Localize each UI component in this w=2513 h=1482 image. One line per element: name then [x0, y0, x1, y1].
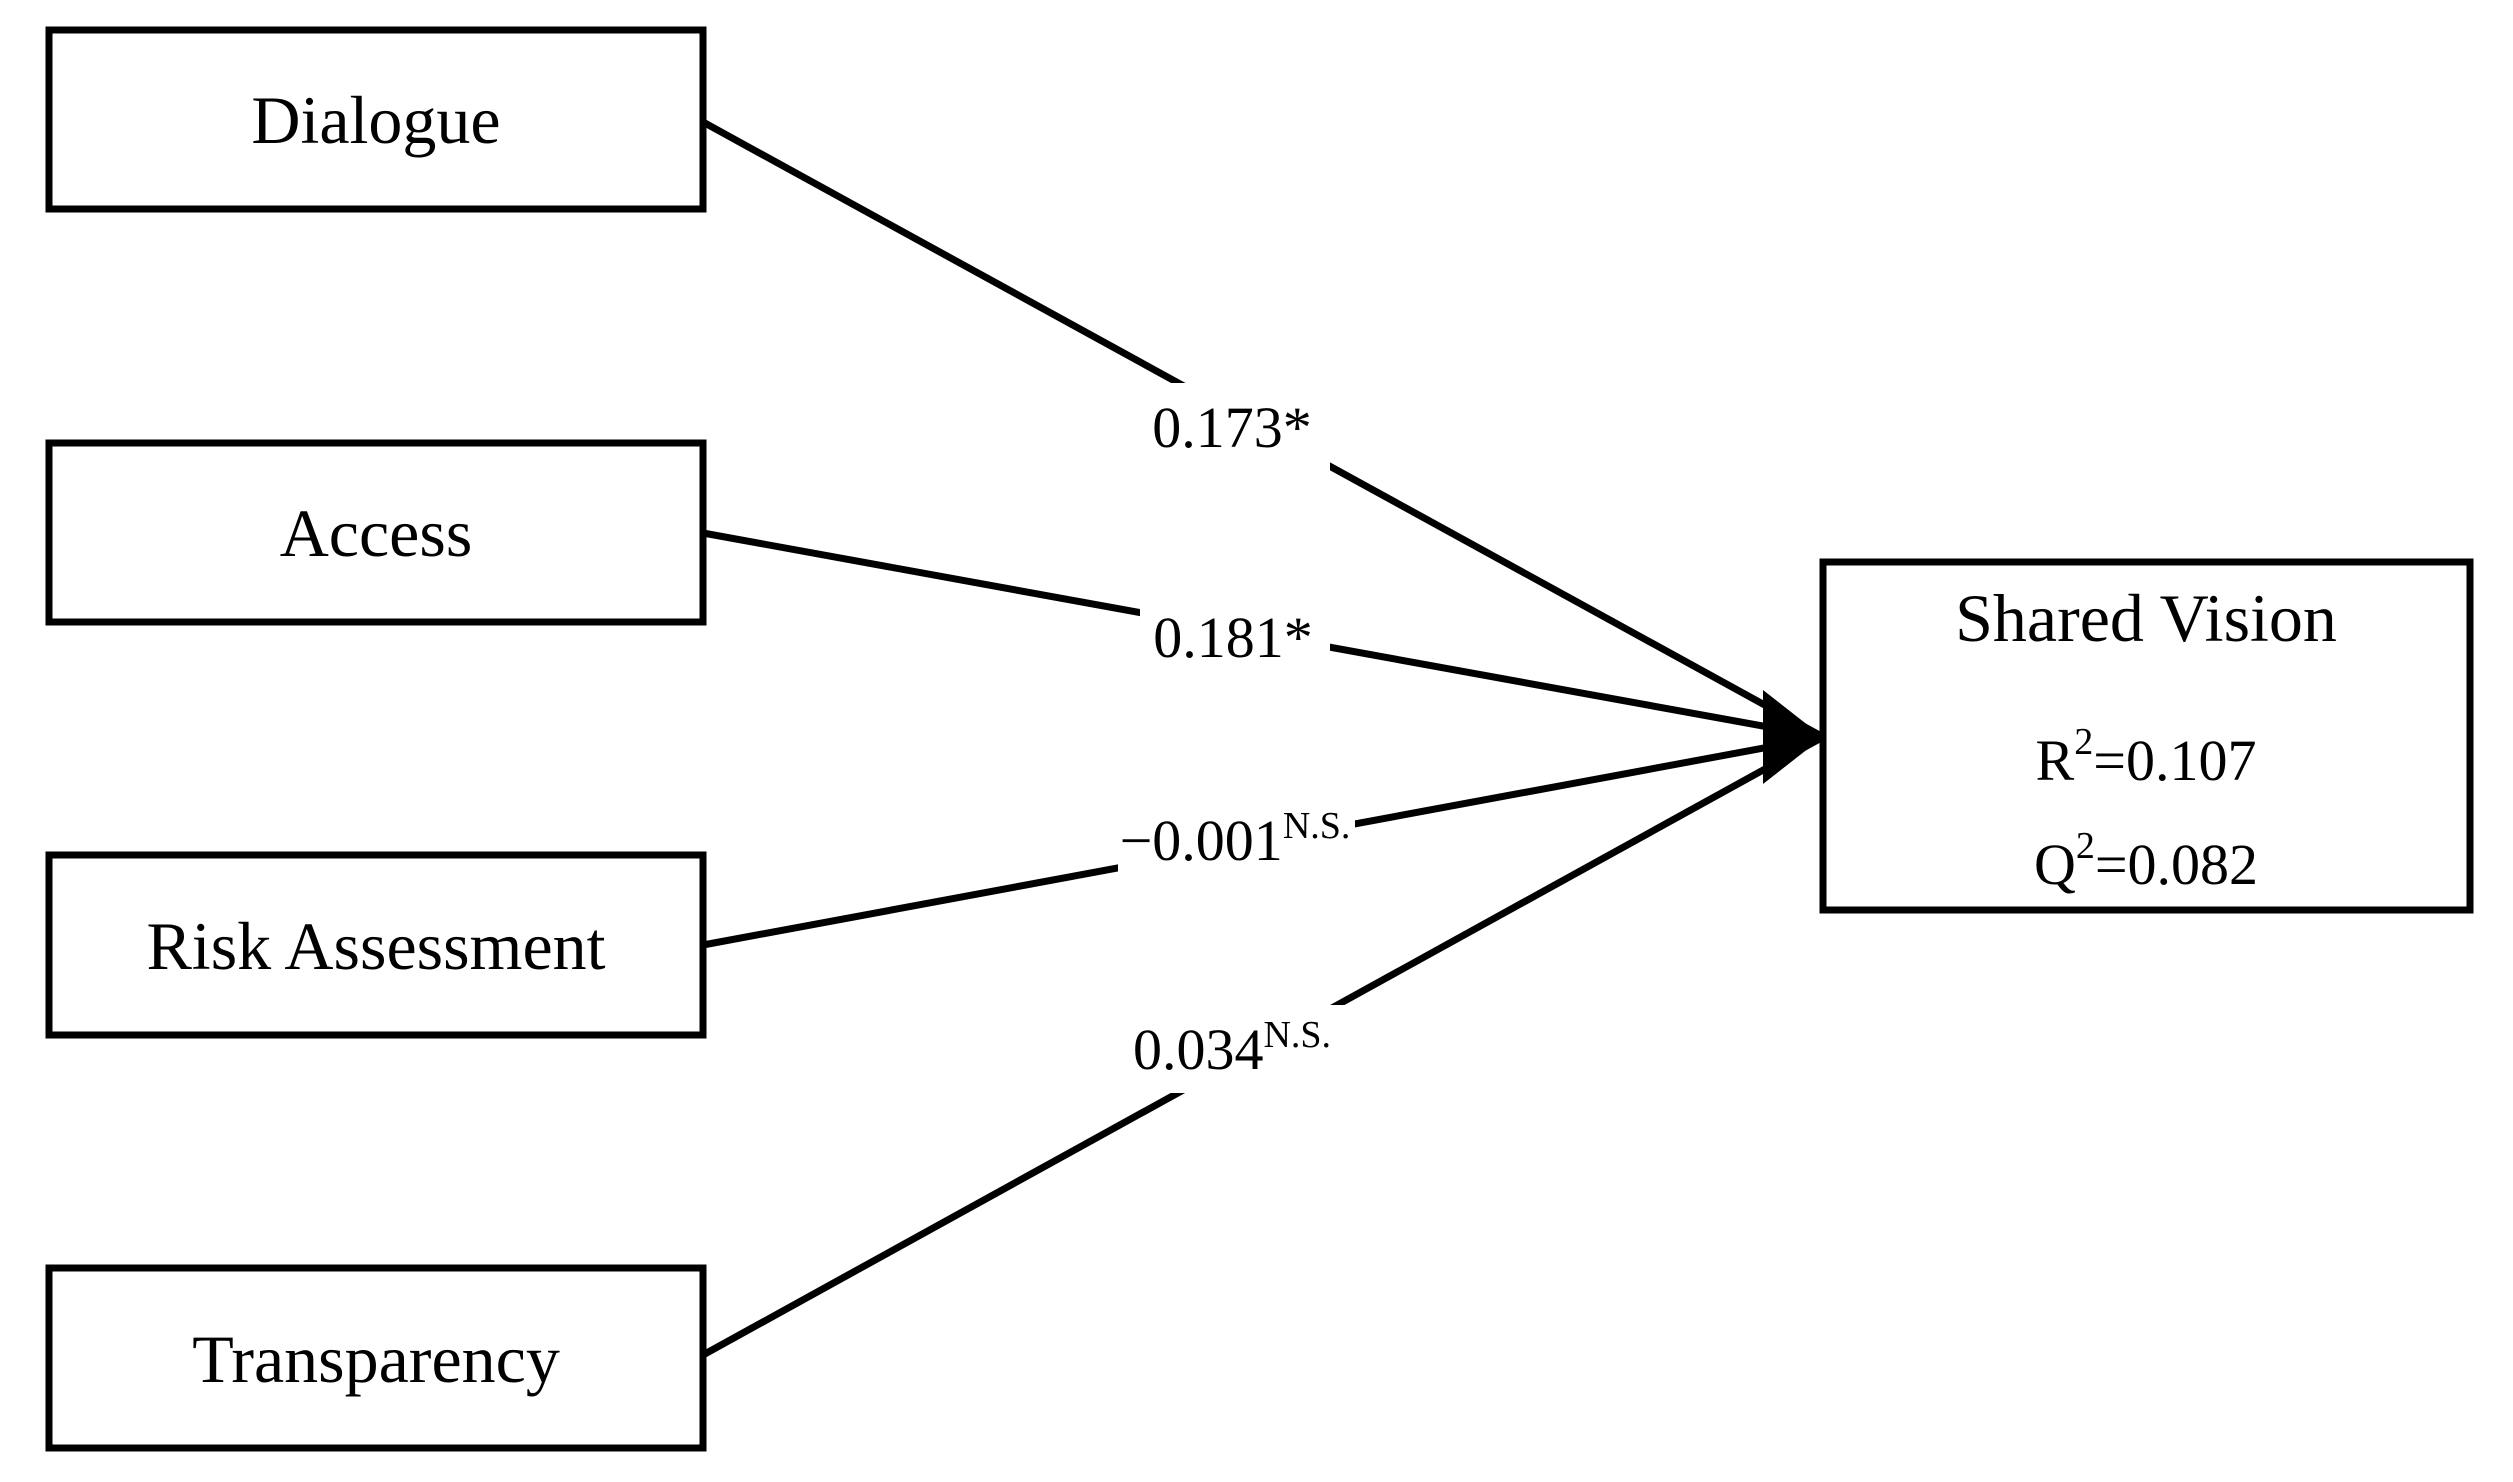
path-coefficient-transparency: 0.034N.S.	[1133, 1014, 1331, 1082]
predictor-box-dialogue	[45, 26, 707, 213]
outcome-label-shared-vision: Shared Vision	[1955, 580, 2337, 656]
predictor-label-risk-assessment: Risk Assessment	[146, 908, 605, 984]
label-mask	[1128, 1005, 1345, 1093]
outcome-q-squared: Q2=0.082	[2034, 825, 2258, 897]
label-mask	[1140, 593, 1330, 681]
path-coefficient-risk-assessment: −0.001N.S.	[1120, 805, 1351, 873]
path-coefficient-access: 0.181*	[1153, 605, 1313, 670]
path-coefficient-dialogue: 0.173*	[1152, 395, 1312, 460]
predictor-box-access	[45, 439, 707, 626]
predictor-label-dialogue: Dialogue	[251, 82, 500, 158]
predictor-box-transparency	[45, 1264, 707, 1452]
predictor-label-access: Access	[280, 495, 473, 571]
label-mask	[1140, 383, 1330, 471]
outcome-box-shared-vision	[1819, 558, 2474, 914]
arrowhead-icon	[1763, 690, 1823, 784]
predictor-box-risk-assessment	[45, 851, 707, 1039]
predictor-label-transparency: Transparency	[192, 1321, 560, 1397]
label-mask	[1118, 796, 1355, 884]
outcome-r-squared: R2=0.107	[2036, 721, 2257, 793]
